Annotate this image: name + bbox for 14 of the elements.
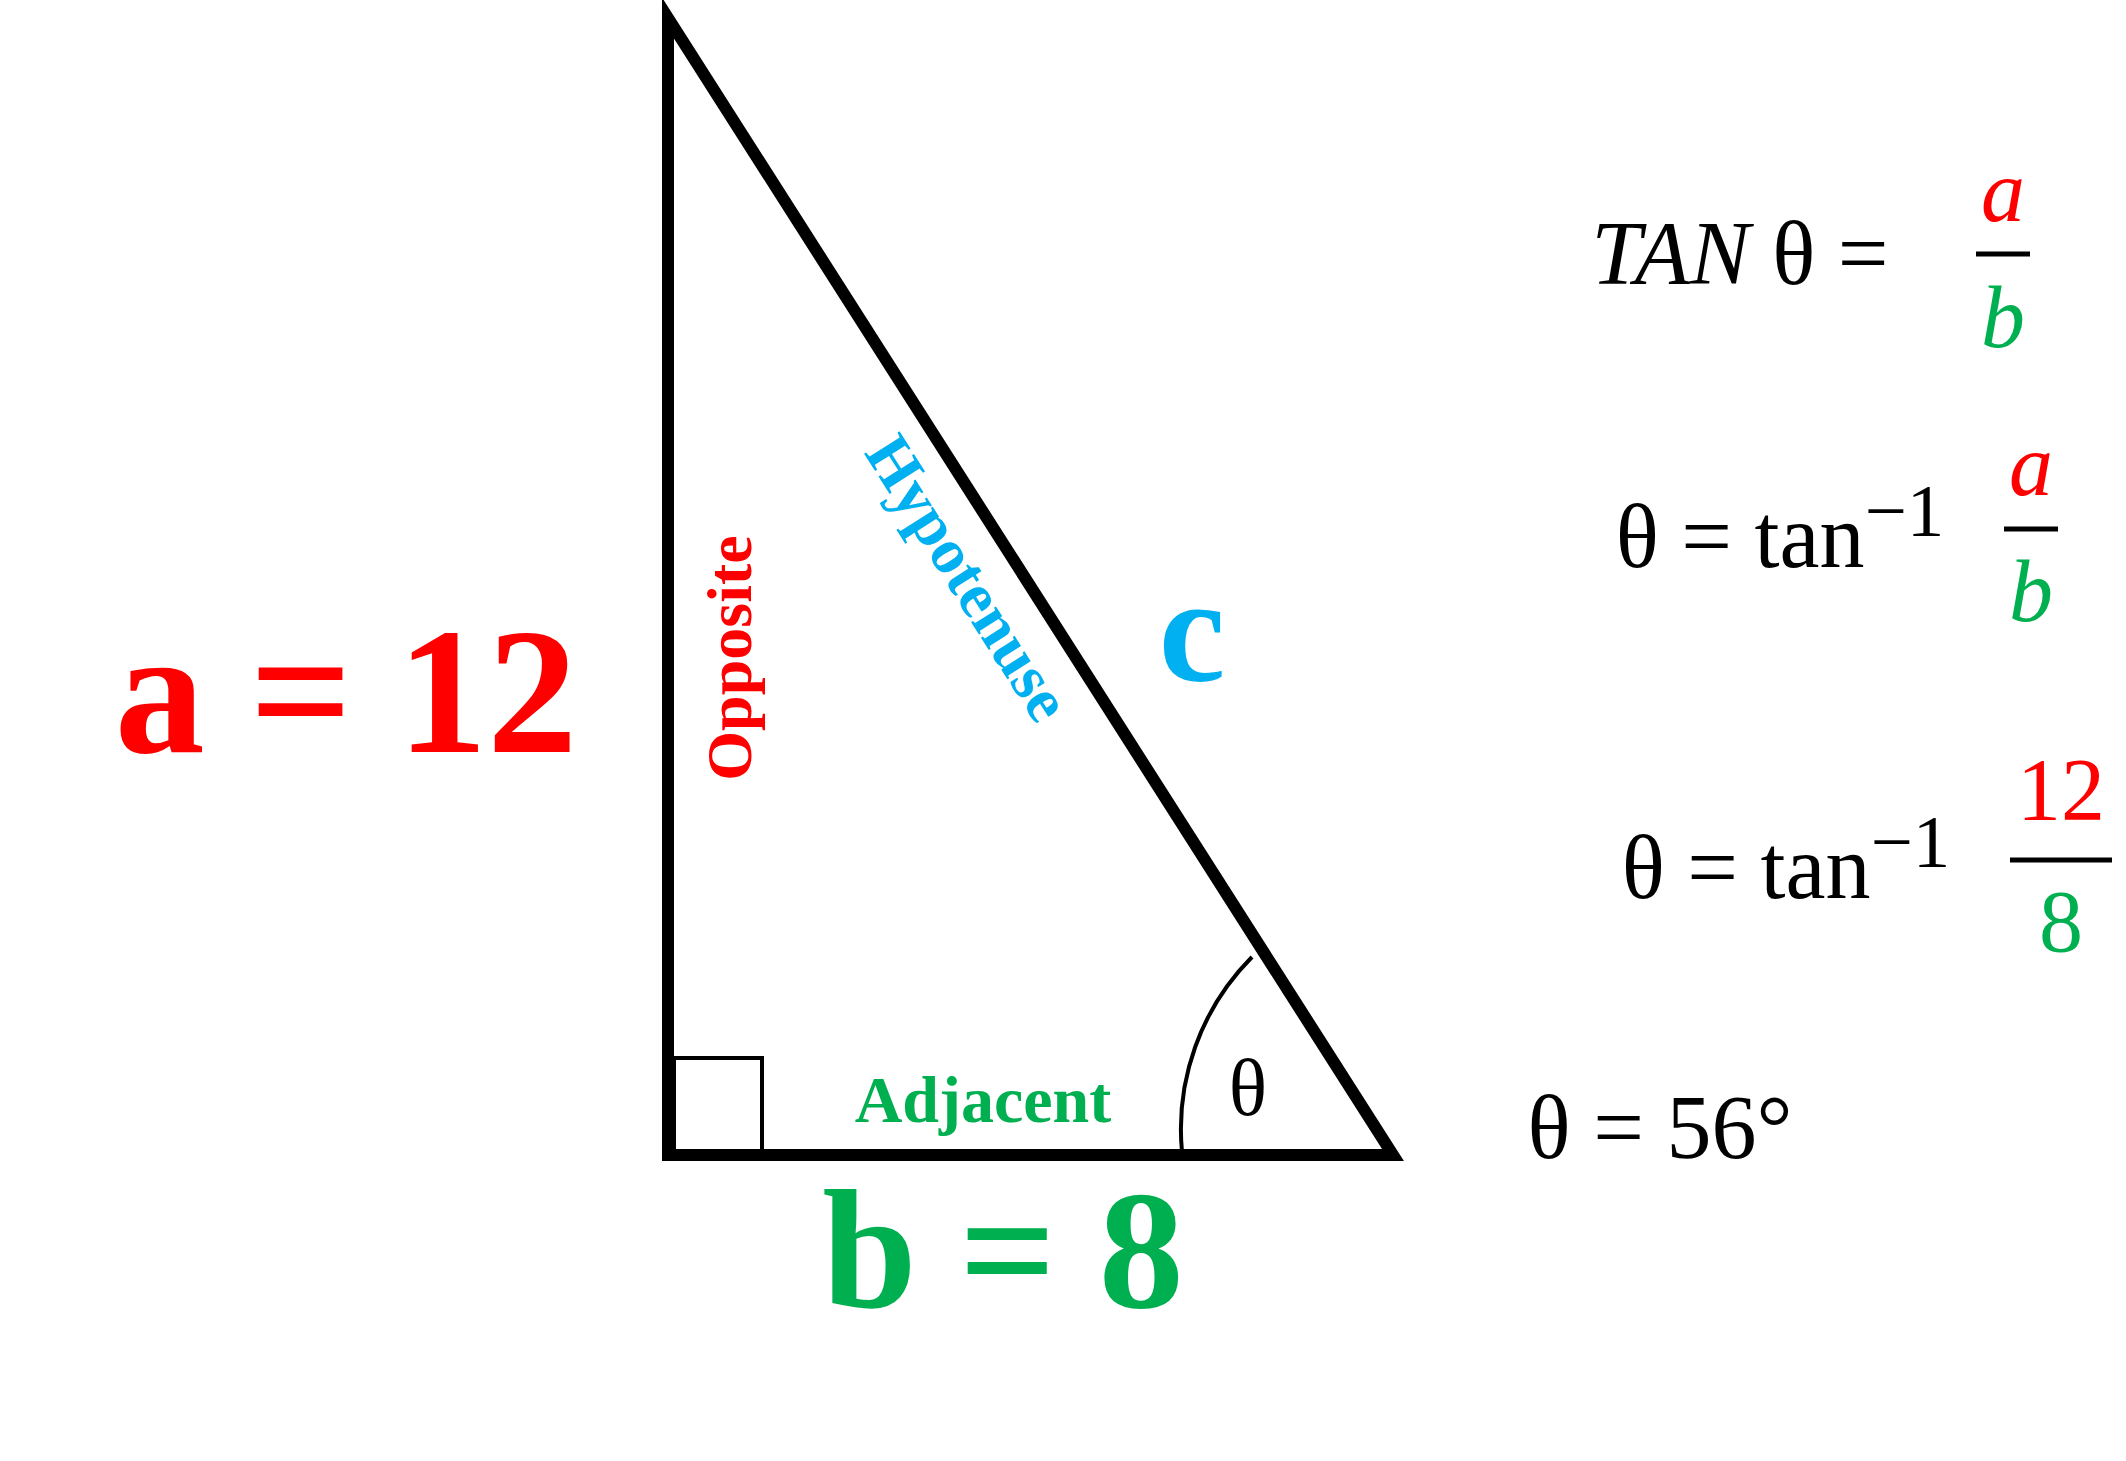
fraction-denominator: b (2009, 548, 2053, 636)
formula-text: TAN θ = (1591, 209, 1889, 299)
fraction-numerator: a (1981, 148, 2025, 236)
formula-text: θ = 56° (1527, 1083, 1793, 1173)
fraction-numerator: a (2009, 422, 2053, 510)
formula-text: θ = tan$^{−1}$ (1621, 803, 1951, 913)
formula-text: θ = tan$^{−1}$ (1615, 472, 1945, 582)
side-label: c (1158, 555, 1226, 705)
fraction-denominator: 8 (2039, 878, 2083, 966)
side-length-label: b = 8 (822, 1165, 1184, 1335)
fraction-denominator: b (1981, 274, 2025, 362)
side-length-label: a = 12 (114, 602, 578, 782)
angle-label: θ (1228, 1048, 1268, 1128)
fraction-numerator: 12 (2017, 746, 2105, 834)
